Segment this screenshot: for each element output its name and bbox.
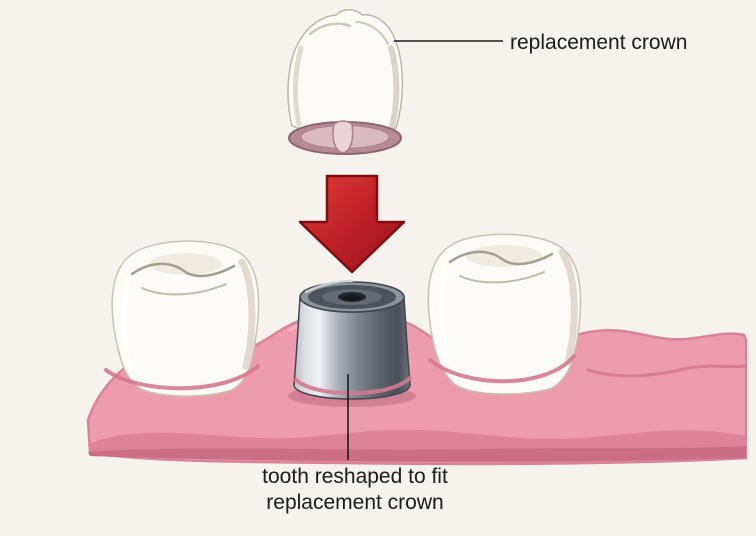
- post-rim-highlight: [304, 279, 354, 294]
- right-molar-groove-1: [448, 250, 554, 266]
- replacement-crown-graphic: [287, 9, 404, 155]
- reshaped-tooth-post-graphic: [288, 279, 416, 407]
- left-molar-graphic: [111, 240, 260, 397]
- crown-left-shade: [292, 45, 304, 127]
- gum-ridge-post: [294, 376, 412, 396]
- right-molar-shadow: [558, 248, 578, 366]
- right-molar-fissure-shade: [466, 245, 542, 267]
- left-molar-body: [111, 240, 260, 397]
- reshaped-tooth-label-line1: tooth reshaped to fit: [262, 465, 448, 488]
- left-molar-groove-1: [130, 262, 236, 278]
- gum-band-dark: [88, 446, 746, 462]
- left-molar-groove-2: [141, 283, 227, 296]
- right-molar-groove-2: [459, 271, 545, 284]
- gum-ridge-left-tooth: [104, 364, 260, 391]
- replacement-crown-label: replacement crown: [510, 31, 688, 54]
- reshaped-tooth-label: tooth reshaped to fit replacement crown: [205, 464, 505, 517]
- right-molar-highlight: [438, 265, 451, 365]
- gum-ridge-right-tail: [586, 364, 748, 378]
- gum-ridges-graphic: [104, 354, 748, 396]
- down-arrow-icon: [298, 174, 406, 274]
- left-molar-highlight: [120, 277, 133, 371]
- crown-cusp-line-2: [355, 21, 389, 45]
- right-molar-body: [427, 233, 582, 395]
- gum-ridge-right-tooth: [428, 354, 576, 384]
- left-molar-shadow: [238, 258, 256, 370]
- post-center-hole-depth: [343, 295, 361, 301]
- left-molar-fissure-shade: [150, 253, 222, 275]
- crown-right-shade: [388, 45, 400, 129]
- right-molar-graphic: [427, 233, 582, 395]
- crown-inner-cusp: [332, 120, 354, 154]
- crown-cusp-line-1: [308, 22, 352, 36]
- reshaped-tooth-label-line2: replacement crown: [266, 491, 444, 515]
